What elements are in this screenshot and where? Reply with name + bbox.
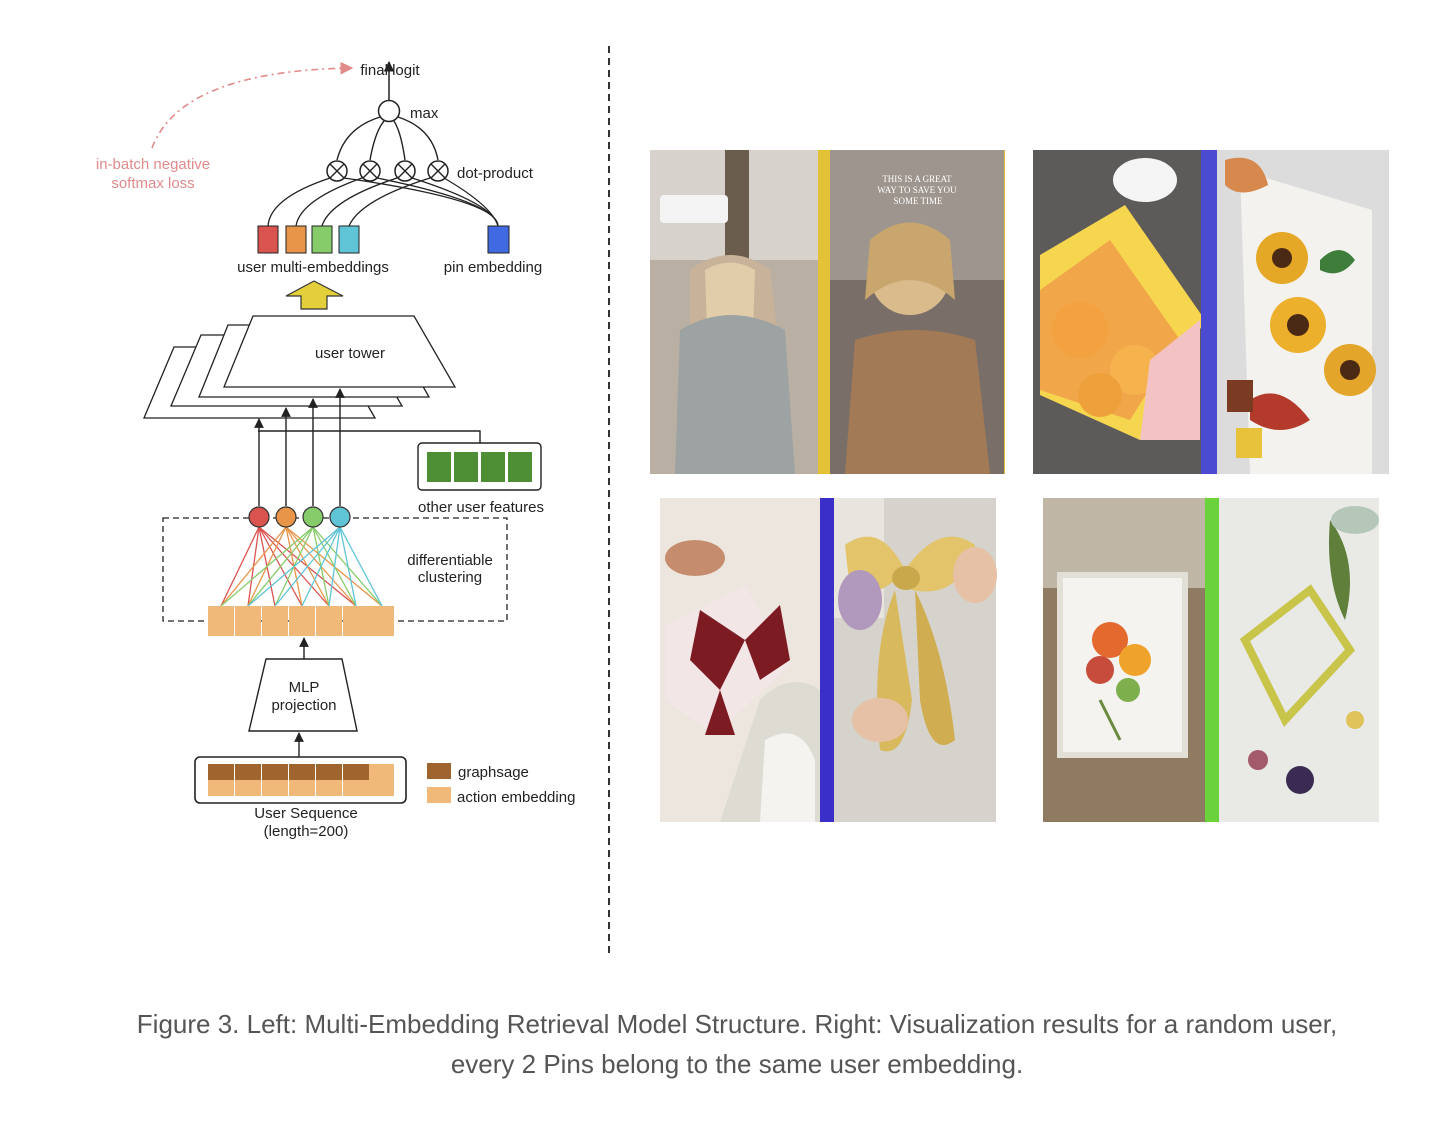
cluster-node-orange bbox=[275, 506, 297, 528]
other-user-features-cells bbox=[427, 452, 532, 482]
legend-graphsage-swatch bbox=[427, 763, 451, 779]
pin-pairs-grid: THIS IS A GREAT WAY TO SAVE YOU SOME TIM… bbox=[650, 150, 1389, 822]
pin-pair-ribbon-bows bbox=[660, 498, 997, 822]
dot-product-node bbox=[359, 160, 381, 182]
cluster-nodes bbox=[248, 506, 351, 528]
legend-action-embedding-label: action embedding bbox=[457, 789, 575, 806]
dot-to-max-edges bbox=[336, 116, 439, 161]
max-node bbox=[377, 99, 401, 123]
dot-product-node bbox=[394, 160, 416, 182]
figure-caption: Figure 3. Left: Multi-Embedding Retrieva… bbox=[60, 1004, 1414, 1084]
user-sequence-cells bbox=[208, 764, 394, 796]
loss-arrow bbox=[151, 61, 354, 149]
dot-product-nodes bbox=[326, 160, 449, 182]
cluster-node-red bbox=[248, 506, 270, 528]
user-sequence-label-line2: (length=200) bbox=[264, 823, 349, 840]
user-embedding-orange bbox=[285, 225, 307, 254]
dot-product-label: dot-product bbox=[457, 165, 534, 182]
figure-canvas: in-batch negative softmax loss final log… bbox=[96, 46, 1389, 958]
pin-pair-pressed-flower-frames bbox=[1043, 498, 1379, 822]
dot-product-node bbox=[326, 160, 348, 182]
pin-pair-hair-braid: THIS IS A GREAT WAY TO SAVE YOU SOME TIM… bbox=[650, 150, 1005, 474]
dot-product-node bbox=[427, 160, 449, 182]
other-user-features-label: other user features bbox=[418, 499, 544, 516]
user-embedding-green bbox=[311, 225, 333, 254]
user-embedding-teal bbox=[338, 225, 360, 254]
caption-line-2: every 2 Pins belong to the same user emb… bbox=[450, 1049, 1024, 1079]
user-multi-embeddings-label: user multi-embeddings bbox=[237, 259, 389, 276]
mlp-projection-block bbox=[248, 658, 358, 732]
max-label: max bbox=[410, 105, 439, 122]
pin-embedding-box bbox=[487, 225, 510, 254]
differentiable-clustering-label-line2: clustering bbox=[418, 569, 482, 586]
user-tower bbox=[223, 315, 457, 388]
other-features-connector bbox=[258, 430, 481, 443]
caption-line-1: Figure 3. Left: Multi-Embedding Retrieva… bbox=[136, 1009, 1338, 1039]
user-tower-label: user tower bbox=[315, 345, 385, 362]
loss-label-line2: softmax loss bbox=[111, 175, 194, 192]
cluster-node-teal bbox=[329, 506, 351, 528]
retrieval-model-diagram: in-batch negative softmax loss final log… bbox=[96, 60, 575, 840]
pin-embedding-label: pin embedding bbox=[444, 259, 542, 276]
user-tower-stack bbox=[143, 315, 457, 419]
legend-graphsage-label: graphsage bbox=[458, 764, 529, 781]
cluster-node-green bbox=[302, 506, 324, 528]
user-embedding-red bbox=[257, 225, 279, 254]
clustering-edges bbox=[220, 526, 383, 607]
projected-sequence-cells bbox=[208, 606, 394, 636]
legend-action-embedding-swatch bbox=[427, 787, 451, 803]
mlp-label-line1: MLP bbox=[289, 679, 320, 696]
mlp-label-line2: projection bbox=[271, 697, 336, 714]
tower-output-arrow bbox=[285, 280, 344, 310]
pin-pair-painting-flowers bbox=[1033, 150, 1389, 474]
embedding-to-dot-edges bbox=[267, 177, 499, 227]
cluster-to-tower-arrows bbox=[254, 388, 345, 506]
user-sequence-label-line1: User Sequence bbox=[254, 805, 357, 822]
loss-label-line1: in-batch negative bbox=[96, 156, 210, 173]
pin-overlay-text: THIS IS A GREAT WAY TO SAVE YOU SOME TIM… bbox=[877, 174, 959, 206]
final-logit-label: final logit bbox=[360, 62, 420, 79]
differentiable-clustering-label-line1: differentiable bbox=[407, 552, 493, 569]
